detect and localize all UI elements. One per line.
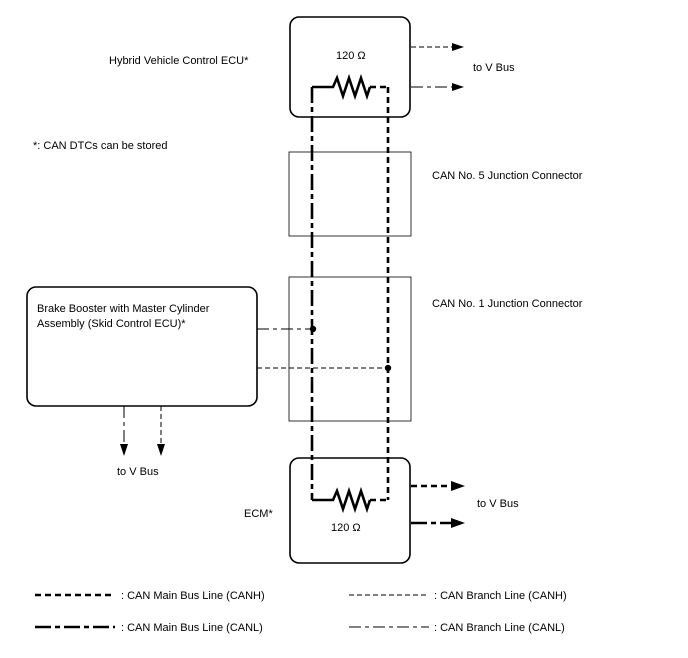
canh-junction-dot <box>384 364 392 372</box>
can-no5-junction-connector-box <box>288 151 412 237</box>
dtc-note: *: CAN DTCs can be stored <box>33 140 168 152</box>
legend-branch-canl-label: : CAN Branch Line (CANL) <box>434 622 565 634</box>
hv-ecu-canl-arrow <box>411 83 464 91</box>
can-no1-junction-connector-box <box>288 276 412 422</box>
ecm-canh-arrow <box>411 481 465 491</box>
hv-ecu-label: Hybrid Vehicle Control ECU* <box>109 55 249 67</box>
brake-canl-down-arrow <box>120 406 128 456</box>
brake-booster-box <box>26 286 258 407</box>
brake-label-line2: Assembly (Skid Control ECU)* <box>37 318 186 330</box>
ecm-to-bus-label: to V Bus <box>477 498 519 510</box>
ecm-canl-arrow <box>411 518 465 528</box>
legend: : CAN Main Bus Line (CANH) : CAN Main Bu… <box>35 590 567 634</box>
hv-ecu-canh-arrow <box>411 43 464 51</box>
hybrid-vehicle-control-ecu-box <box>289 16 411 118</box>
legend-main-canl-label: : CAN Main Bus Line (CANL) <box>121 622 263 634</box>
ecm-label: ECM* <box>244 508 273 520</box>
can-no5-junction-label: CAN No. 5 Junction Connector <box>432 170 583 182</box>
legend-main-canh-label: : CAN Main Bus Line (CANH) <box>121 590 265 602</box>
ecm-box <box>289 457 411 564</box>
brake-to-bus-label: to V Bus <box>117 466 159 478</box>
legend-branch-canh-label: : CAN Branch Line (CANH) <box>434 590 567 602</box>
brake-canh-down-arrow <box>157 406 165 456</box>
hv-ecu-to-bus-label: to V Bus <box>473 62 515 74</box>
hv-ecu-resistor <box>312 73 388 101</box>
hv-ecu-resistor-label: 120 Ω <box>336 50 366 62</box>
ecm-resistor <box>312 486 388 514</box>
canl-junction-dot <box>309 325 317 333</box>
brake-label-line1: Brake Booster with Master Cylinder <box>37 303 210 315</box>
can-no1-junction-label: CAN No. 1 Junction Connector <box>432 298 583 310</box>
ecm-resistor-label: 120 Ω <box>331 522 361 534</box>
